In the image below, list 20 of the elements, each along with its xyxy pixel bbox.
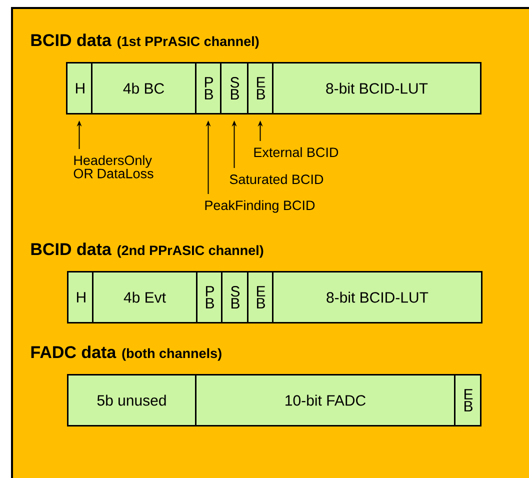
- field-cell: H: [66, 62, 92, 114]
- section-heading: BCID data: [31, 242, 112, 256]
- field-cell: P B: [195, 62, 222, 114]
- channel-note: (1st PPrASIC channel): [118, 36, 259, 49]
- annotation-text: External BCID: [254, 147, 338, 158]
- annotation-text: PeakFinding BCID: [205, 200, 315, 213]
- section-heading: FADC data: [31, 346, 116, 358]
- annotation-text: Saturated BCID: [230, 174, 324, 184]
- channel-note: (2nd PPrASIC channel): [118, 245, 264, 258]
- section-heading: BCID data: [31, 34, 112, 46]
- field-cell: S B: [220, 62, 248, 114]
- annotation-text: HeadersOnly OR DataLoss: [74, 155, 154, 178]
- field-cell: E B: [247, 62, 274, 114]
- field-cell: 5b unused: [67, 374, 196, 426]
- field-cell: P B: [196, 271, 222, 324]
- field-cell: S B: [221, 271, 248, 324]
- field-cell: E B: [454, 374, 482, 426]
- field-cell: H: [67, 271, 94, 324]
- channel-note: (both channels): [122, 348, 222, 361]
- field-cell: E B: [247, 271, 274, 324]
